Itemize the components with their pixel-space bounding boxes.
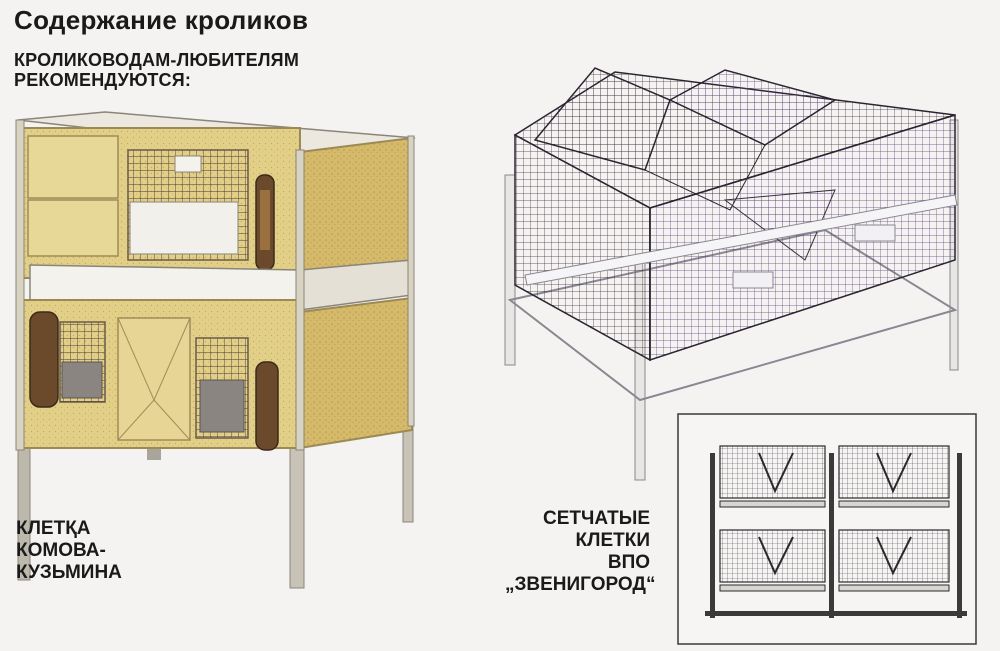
left-caption-line-1: КЛЕТҚА	[16, 518, 91, 539]
left-caption-line-2: КОМОВА-	[16, 540, 106, 562]
wooden-cage-illustration	[15, 111, 416, 589]
right-caption-line-2: КЛЕТКИ	[575, 530, 650, 552]
left-cage-caption: КЛЕТҚА КОМОВА- КУЗЬМИНА	[16, 518, 122, 584]
left-caption-line-3: КУЗЬМИНА	[16, 562, 122, 584]
subtitle-line-1: КРОЛИКОВОДАМ-ЛЮБИТЕЛЯМ	[14, 50, 300, 70]
right-caption-line-4: „ЗВЕНИГОРОД“	[505, 574, 656, 596]
page-title: Содержание кроликов	[14, 5, 309, 35]
right-caption-line-3: ВПО	[607, 552, 650, 574]
subtitle-line-2: РЕКОМЕНДУЮТСЯ:	[14, 70, 192, 91]
page-subtitle: КРОЛИКОВОДАМ-ЛЮБИТЕЛЯМ РЕКОМЕНДУЮТСЯ:	[14, 50, 299, 90]
right-caption-line-1: СЕТЧАТЫЕ	[542, 508, 650, 529]
cage-stack-schematic	[677, 413, 977, 645]
mesh-cage-illustration	[504, 67, 959, 481]
right-cage-caption: СЕТЧАТЫЕ КЛЕТКИ ВПО „ЗВЕНИГОРОД“	[505, 508, 656, 596]
